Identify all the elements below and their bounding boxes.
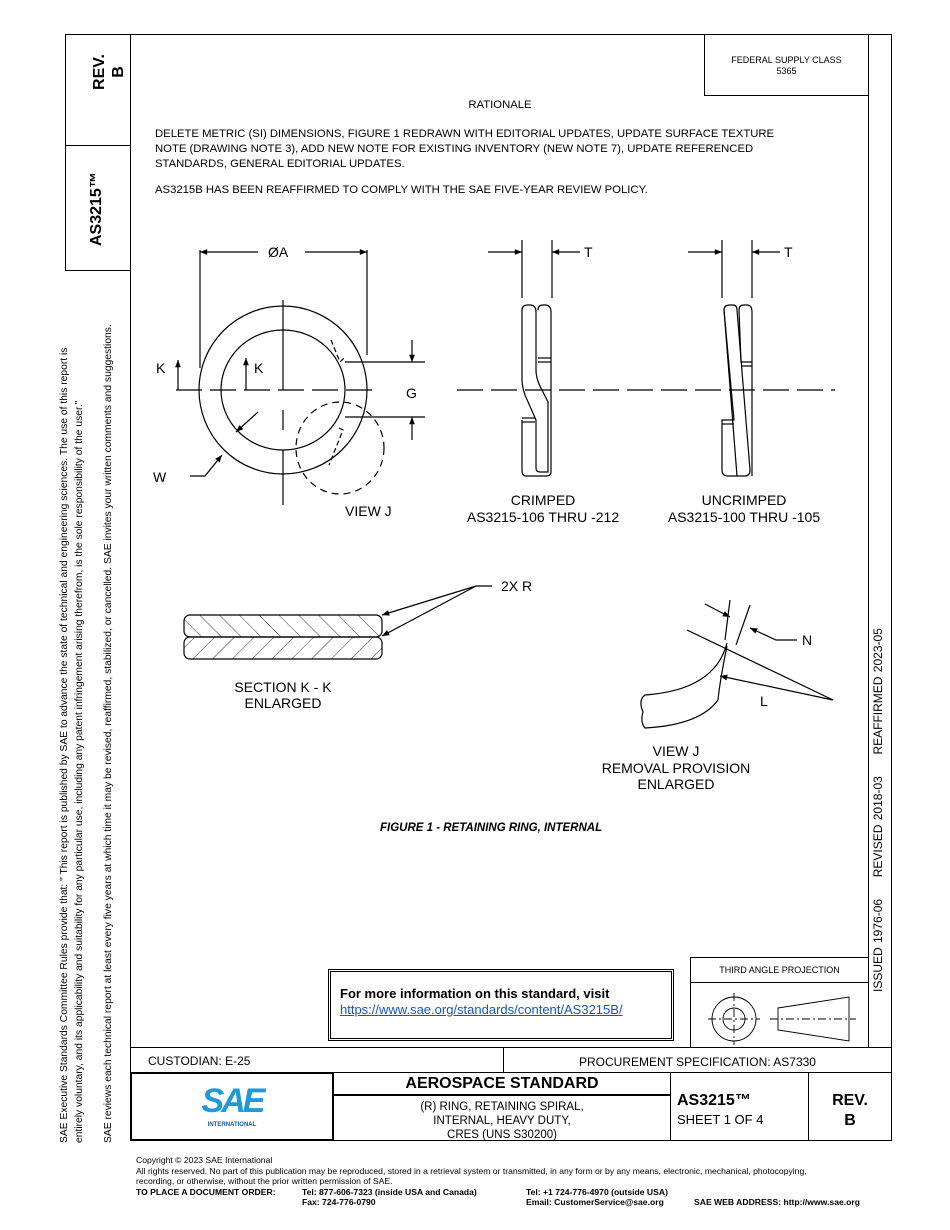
section-kk-view <box>183 585 492 660</box>
label-dia-a: ØA <box>268 244 289 260</box>
projection-label: THIRD ANGLE PROJECTION <box>690 958 869 983</box>
rationale-paragraph-2: AS3215B HAS BEEN REAFFIRMED TO COMPLY WI… <box>155 184 648 196</box>
sae-logo: SAE <box>201 1082 266 1120</box>
rights-text: All rights reserved. No part of this pub… <box>136 1165 807 1176</box>
document-title: (R) RING, RETAINING SPIRAL, INTERNAL, HE… <box>334 1096 670 1142</box>
rationale-paragraph-1: DELETE METRIC (SI) DIMENSIONS, FIGURE 1 … <box>155 127 855 172</box>
third-angle-projection-icon <box>708 993 856 1045</box>
standard-link[interactable]: https://www.sae.org/standards/content/AS… <box>340 1002 623 1017</box>
label-k-inner: K <box>254 360 264 376</box>
label-t-crimped: T <box>584 244 593 260</box>
uncrimped-side-view <box>688 240 780 477</box>
order-label: TO PLACE A DOCUMENT ORDER: <box>136 1186 276 1197</box>
label-crimped: CRIMPED <box>511 492 576 508</box>
doc-number-cell: AS3215™ SHEET 1 OF 4 <box>670 1072 809 1141</box>
rationale-line: DELETE METRIC (SI) DIMENSIONS, FIGURE 1 … <box>155 128 775 140</box>
logo-cell: SAE INTERNATIONAL <box>130 1072 334 1141</box>
tel-us: Tel: 877-606-7323 (inside USA and Canada… <box>302 1186 477 1197</box>
fsc-value: 5365 <box>776 66 797 76</box>
rationale-line: NOTE (DRAWING NOTE 3), ADD NEW NOTE FOR … <box>155 143 754 155</box>
label-w: W <box>153 469 167 485</box>
rev-value: B <box>844 1112 856 1129</box>
fsc-label: FEDERAL SUPPLY CLASS <box>731 55 842 65</box>
sae-logo-sub: INTERNATIONAL <box>207 1122 257 1128</box>
title-line: INTERNAL, HEAVY DUTY, <box>433 1115 571 1127</box>
label-section-kk: SECTION K - K <box>234 679 332 695</box>
copyright: Copyright © 2023 SAE International <box>136 1155 273 1165</box>
label-uncrimped-range: AS3215-100 THRU -105 <box>668 509 820 525</box>
fax: Fax: 724-776-0790 <box>302 1196 376 1207</box>
label-n: N <box>802 632 812 648</box>
label-removal-provision: REMOVAL PROVISION <box>602 760 751 776</box>
title-line: CRES (UNS S30200) <box>447 1129 557 1141</box>
label-2x-r: 2X R <box>501 578 532 594</box>
tel-intl: Tel: +1 724-776-4970 (outside USA) <box>526 1186 668 1197</box>
custodian: CUSTODIAN: E-25 <box>148 1054 251 1068</box>
label-view-j-enlarged: VIEW J <box>653 743 700 759</box>
doc-number: AS3215™ <box>677 1092 751 1109</box>
procurement-spec: PROCUREMENT SPECIFICATION: AS7330 <box>579 1055 816 1069</box>
label-uncrimped: UNCRIMPED <box>702 492 787 508</box>
rationale-line: STANDARDS, GENERAL EDITORIAL UPDATES. <box>155 158 405 170</box>
rev-label: REV. <box>832 1092 868 1109</box>
label-g: G <box>406 385 417 401</box>
crimped-side-view <box>457 240 835 477</box>
email: Email: CustomerService@sae.org <box>526 1196 664 1207</box>
label-l: L <box>760 693 768 709</box>
federal-supply-class-box: FEDERAL SUPPLY CLASS 5365 <box>704 34 869 96</box>
info-box: For more information on this standard, v… <box>328 969 674 1041</box>
label-section-enlarged: ENLARGED <box>244 695 321 711</box>
ring-front-view <box>175 249 425 505</box>
standard-type: AEROSPACE STANDARD <box>334 1073 670 1096</box>
title-line: (R) RING, RETAINING SPIRAL, <box>420 1101 584 1113</box>
label-k-outer: K <box>156 360 166 376</box>
rights-text: recording, or otherwise, without the pri… <box>136 1176 393 1186</box>
rev-cell: REV. B <box>808 1072 892 1141</box>
view-j-enlarged <box>640 599 834 729</box>
rationale-title: RATIONALE <box>468 99 532 111</box>
label-crimped-range: AS3215-106 THRU -212 <box>467 509 619 525</box>
custodian-cell: CUSTODIAN: E-25 <box>130 1047 504 1073</box>
info-text: For more information on this standard, v… <box>340 986 610 1001</box>
figure-caption: FIGURE 1 - RETAINING RING, INTERNAL <box>380 822 603 834</box>
procurement-cell: PROCUREMENT SPECIFICATION: AS7330 <box>503 1047 892 1073</box>
label-t-uncrimped: T <box>784 244 793 260</box>
title-cell: AEROSPACE STANDARD (R) RING, RETAINING S… <box>333 1072 671 1141</box>
label-removal-enlarged: ENLARGED <box>637 776 714 792</box>
label-view-j: VIEW J <box>345 503 392 519</box>
web-address: SAE WEB ADDRESS: http://www.sae.org <box>694 1196 860 1207</box>
sheet-number: SHEET 1 OF 4 <box>677 1112 764 1127</box>
footer: Copyright © 2023 SAE International All r… <box>136 1155 896 1209</box>
